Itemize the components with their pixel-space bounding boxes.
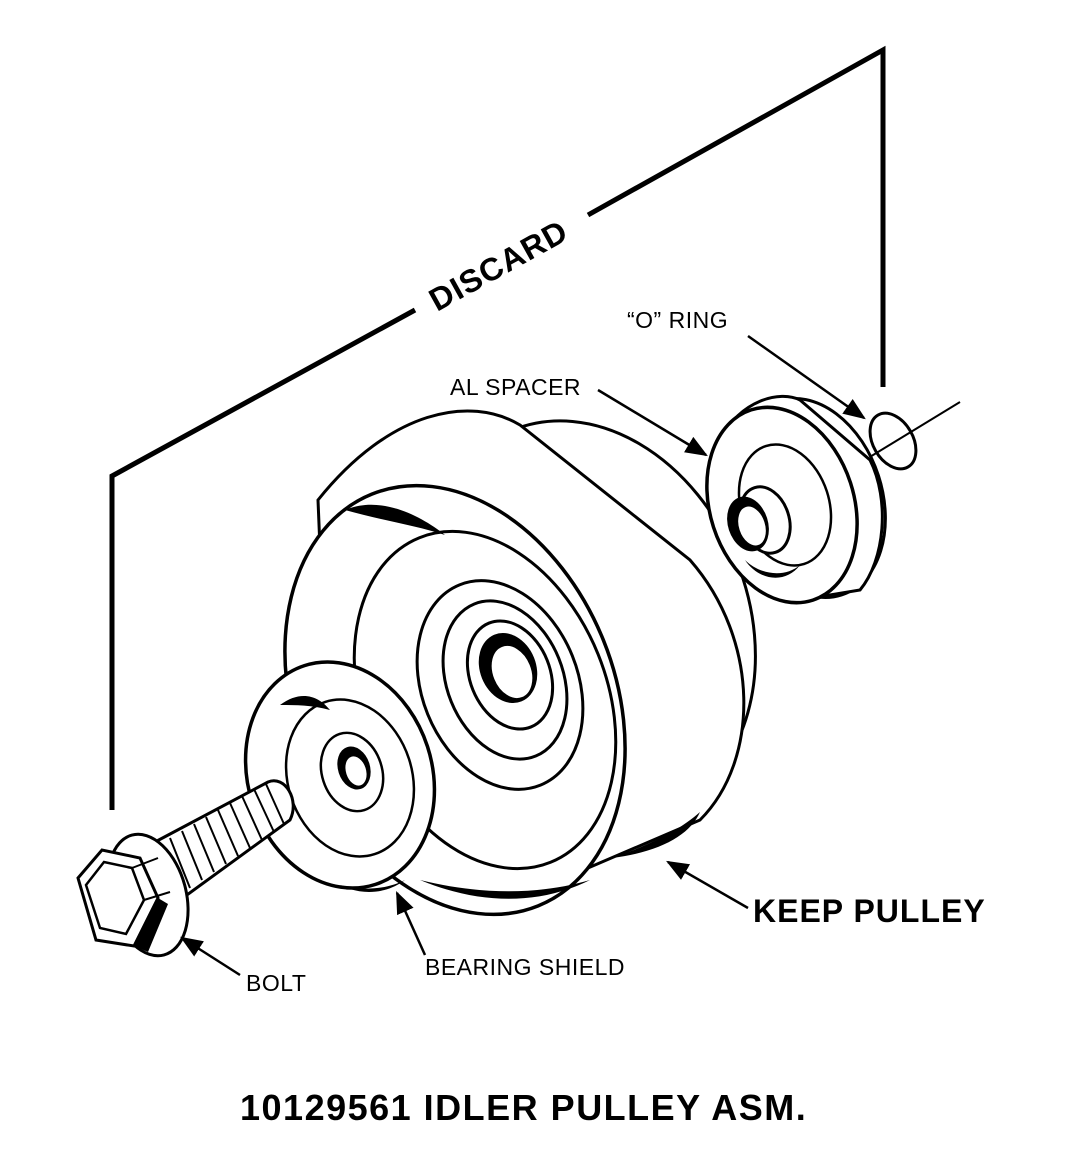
discard-label: DISCARD (423, 213, 574, 319)
bearing-shield-label: BEARING SHIELD (425, 954, 625, 980)
diagram-caption: 10129561 IDLER PULLEY ASM. (240, 1087, 807, 1128)
o-ring-label: “O” RING (627, 307, 728, 333)
leader-arrows (180, 334, 866, 977)
bearing-shield (243, 660, 437, 892)
keep-pulley-arrow (666, 860, 749, 910)
o-ring-arrow (747, 334, 866, 420)
bolt-label: BOLT (246, 970, 306, 996)
bolt-arrow (180, 936, 241, 977)
o-ring (868, 411, 918, 471)
keep-pulley-label: KEEP PULLEY (753, 893, 986, 929)
al-spacer (705, 394, 887, 605)
bolt (76, 779, 295, 958)
bearing-shield-arrow (395, 890, 427, 956)
discard-bracket (109, 45, 886, 810)
al-spacer-label: AL SPACER (450, 374, 581, 400)
al-spacer-arrow (597, 388, 708, 457)
